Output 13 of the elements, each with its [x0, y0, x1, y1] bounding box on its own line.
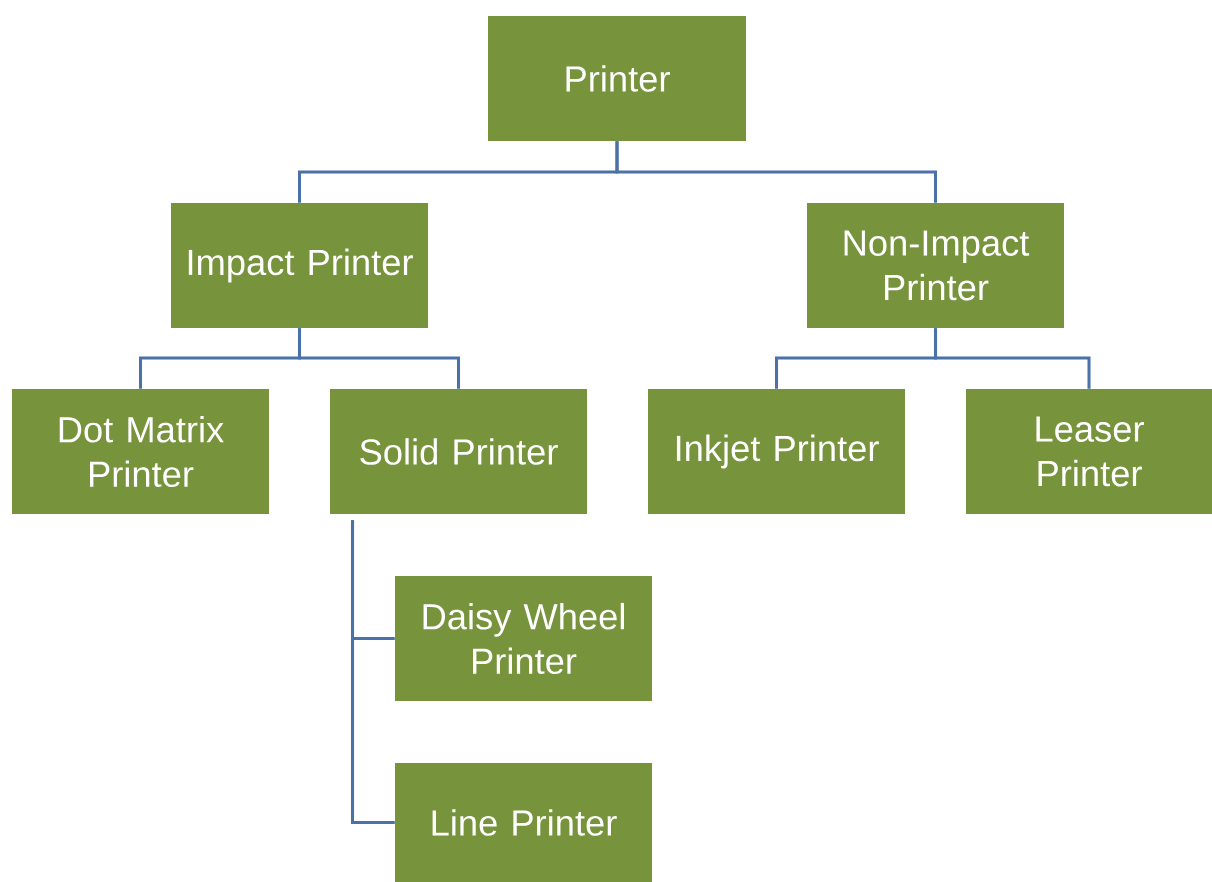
category-box: Dot Matrix Printer: [12, 389, 269, 514]
connector-line: [298, 328, 461, 389]
category-box: Solid Printer: [330, 389, 587, 514]
category-box: Printer: [488, 16, 746, 141]
category-box: Line Printer: [395, 763, 652, 882]
category-box: Daisy Wheel Printer: [395, 576, 652, 701]
category-box: Leaser Printer: [966, 389, 1212, 514]
category-box: Impact Printer: [171, 203, 428, 328]
connector-line: [934, 328, 1091, 389]
connector-line: [351, 520, 395, 825]
connector-line: [615, 141, 938, 203]
category-box: Inkjet Printer: [648, 389, 905, 514]
category-box: Non-Impact Printer: [807, 203, 1064, 328]
